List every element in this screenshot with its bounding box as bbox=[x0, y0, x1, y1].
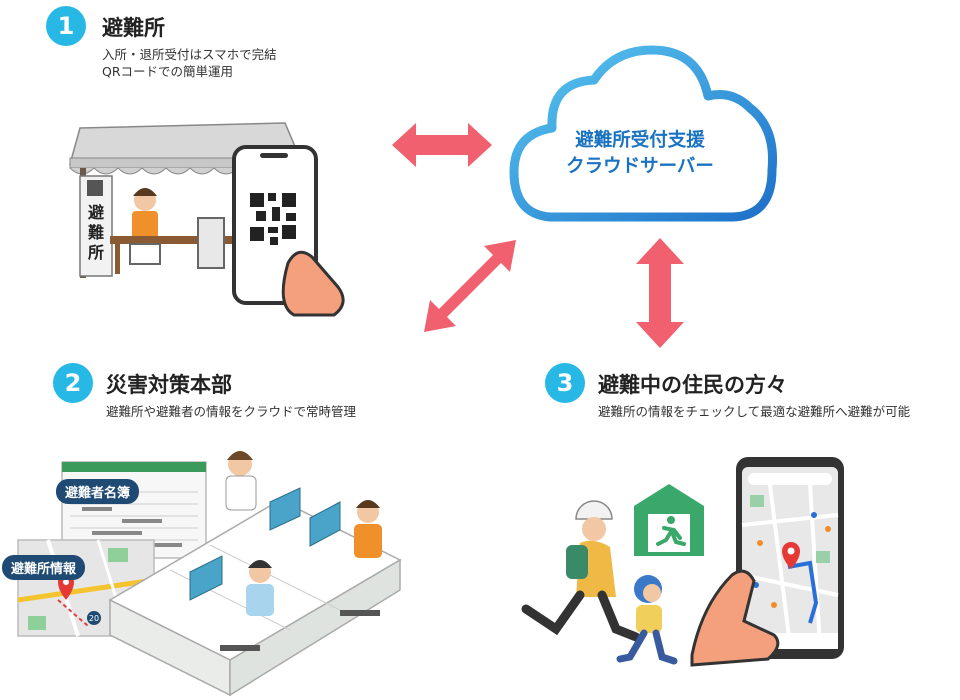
phone-qr-illustration bbox=[232, 145, 345, 317]
step-badge-3: 3 bbox=[545, 363, 585, 403]
emergency-exit-icon bbox=[634, 484, 704, 556]
section-title-residents: 避難中の住民の方々 bbox=[598, 373, 787, 397]
phone-map-illustration bbox=[690, 457, 844, 667]
section-title-shelter: 避難所 bbox=[102, 16, 165, 40]
section-desc-shelter-line1: 入所・退所受付はスマホで完結 bbox=[102, 47, 277, 62]
sign-char-3: 所 bbox=[88, 243, 104, 262]
arrow-hq-cloud bbox=[424, 240, 516, 332]
tag-shelter-info: 避難所情報 bbox=[2, 555, 86, 580]
sign-char-1: 避 bbox=[88, 203, 104, 222]
section-desc-hq: 避難所や避難者の情報をクラウドで常時管理 bbox=[106, 404, 357, 419]
tag-evacuee-list: 避難者名簿 bbox=[56, 479, 140, 504]
evacuating-residents-illustration bbox=[521, 500, 678, 665]
arrow-shelter-cloud bbox=[392, 123, 492, 167]
section-desc-shelter-line2: QRコードでの簡単運用 bbox=[102, 64, 234, 79]
cloud-label-line1: 避難所受付支援 bbox=[575, 130, 705, 151]
sign-char-2: 難 bbox=[88, 223, 104, 242]
step-badge-1: 1 bbox=[46, 6, 86, 46]
cloud-server-shape bbox=[509, 45, 778, 222]
section-title-hq: 災害対策本部 bbox=[106, 373, 232, 397]
map-route-number: 20 bbox=[89, 614, 99, 623]
section-desc-residents: 避難所の情報をチェックして最適な避難所へ避難が可能 bbox=[598, 404, 911, 419]
step-badge-2: 2 bbox=[53, 363, 93, 403]
disaster-hq-office-illustration bbox=[108, 451, 402, 697]
arrow-residents-cloud bbox=[636, 238, 684, 348]
cloud-label-line2: クラウドサーバー bbox=[566, 156, 714, 177]
cloud-label: 避難所受付支援 クラウドサーバー bbox=[520, 128, 760, 180]
